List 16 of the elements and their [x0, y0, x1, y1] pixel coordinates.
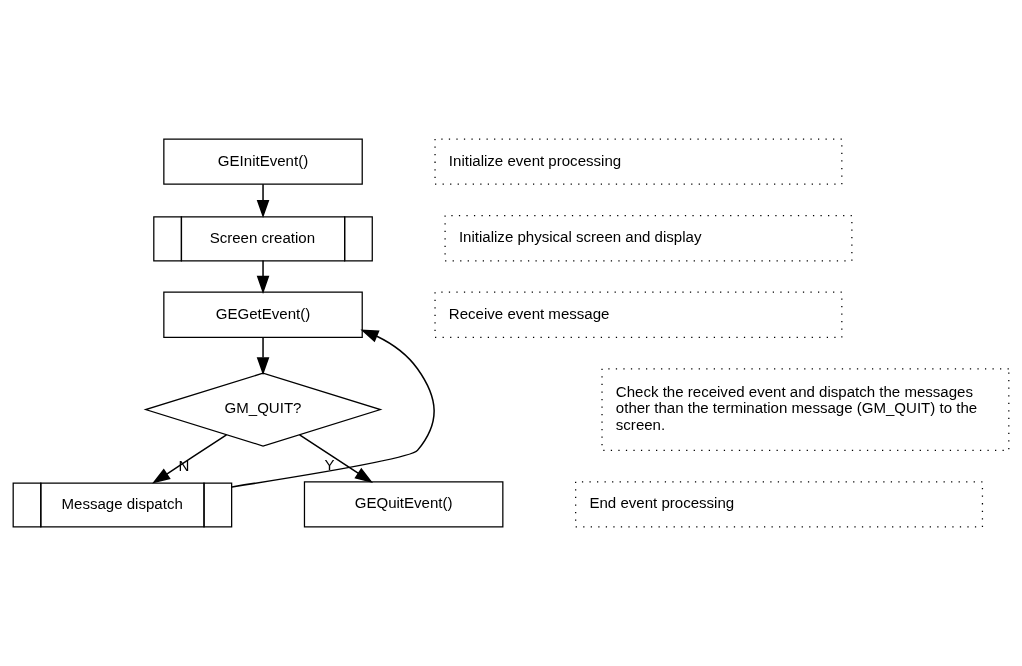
node-box: GEQuitEvent() [303, 481, 504, 528]
node-box: Initialize physical screen and display [444, 215, 853, 262]
node-box: GEInitEvent() [163, 138, 363, 185]
node-box: GEGetEvent() [163, 291, 363, 338]
edge-label: Y [324, 456, 335, 474]
node-box: Check the received event and dispatch the messages other than the termination message (GM_QUIT) to the screen. [601, 368, 1010, 451]
node-box: Initialize event processing [434, 138, 843, 185]
node-box: Receive event message [434, 291, 843, 338]
arrow [256, 259, 270, 294]
arrow [231, 329, 435, 488]
arrow [298, 434, 373, 483]
arrow [152, 434, 228, 484]
arrow [256, 183, 270, 219]
arrow [256, 336, 270, 376]
node-diamond: GM_QUIT? [143, 372, 383, 447]
node-box: End event processing [575, 481, 984, 528]
